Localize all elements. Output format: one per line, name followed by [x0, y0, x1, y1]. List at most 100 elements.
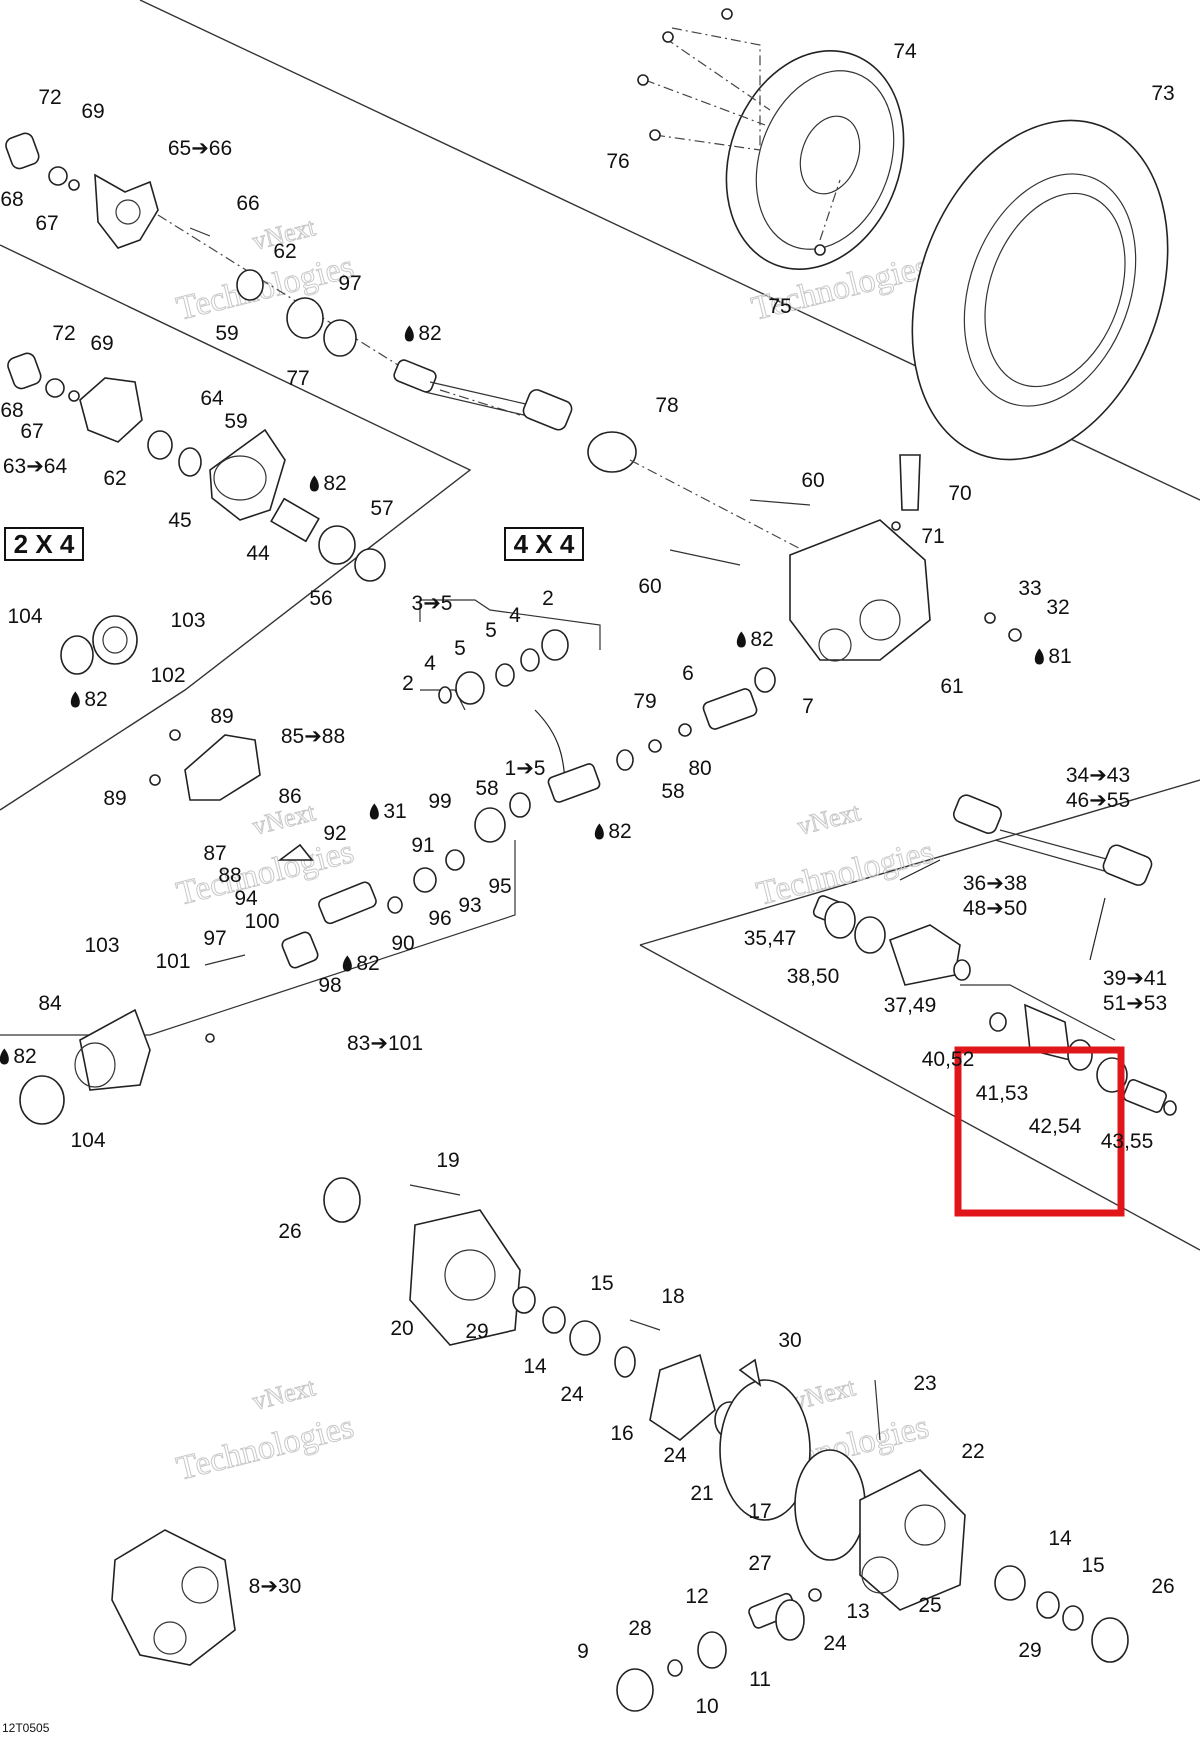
callout-23: 23 [913, 1372, 936, 1395]
wheel-nut [637, 74, 649, 86]
wheel-nut [649, 129, 661, 141]
config-boxes: 2 X 4 4 X 4 [4, 527, 584, 561]
callout-77: 77 [286, 367, 309, 390]
rear-diff-assembled [111, 1529, 236, 1666]
diff-cover [409, 1209, 521, 1346]
bearing [994, 1565, 1026, 1601]
hub-nut [48, 166, 68, 186]
callout-35-47: 35,47 [744, 927, 797, 950]
callout-64: 64 [200, 387, 224, 410]
callout-91: 91 [411, 834, 434, 857]
seal [824, 901, 856, 939]
callout-86: 86 [278, 785, 301, 808]
callout-88: 88 [218, 864, 241, 887]
callout-72b: 72 [52, 322, 75, 345]
callout-24a: 24 [560, 1383, 584, 1406]
callout-62b: 62 [103, 467, 126, 490]
tire [911, 119, 1169, 461]
callout-69a: 69 [81, 100, 104, 123]
seal [794, 1449, 866, 1561]
callout-68a: 68 [0, 188, 23, 211]
gear [455, 671, 485, 705]
callout-63-64: 63➔64 [3, 455, 68, 478]
callout-24c: 24 [823, 1632, 847, 1655]
retaining-ring [236, 269, 264, 301]
divider-2x4 [0, 244, 472, 811]
hub-cap [7, 352, 42, 390]
callout-12: 12 [685, 1585, 708, 1608]
callout-59a: 59 [215, 322, 238, 345]
callout-20: 20 [390, 1317, 413, 1340]
watermark: vNext [249, 1372, 318, 1416]
callout-57a: 57 [370, 497, 393, 520]
callout-29b: 29 [1018, 1639, 1041, 1662]
seal [474, 807, 506, 843]
hub-flange [79, 377, 143, 443]
box-2x4 [4, 527, 84, 561]
callout-67b: 67 [20, 420, 43, 443]
wheel-nut [662, 31, 674, 43]
callout-5a: 5 [485, 619, 497, 642]
figure-reference: 12T0505 [2, 1721, 50, 1735]
callout-46-55: 46➔55 [1066, 789, 1130, 812]
cv-joint [952, 794, 1002, 834]
callout-104b: 104 [70, 1129, 105, 1152]
bolt [409, 1184, 461, 1196]
callout-90: 90 [391, 932, 414, 955]
o-ring [19, 1075, 65, 1125]
callout-102: 102 [150, 664, 185, 687]
callout-101: 101 [155, 950, 190, 973]
seal [354, 548, 386, 582]
watermark: Technologies [173, 1408, 357, 1488]
rim [725, 50, 905, 270]
spacer [587, 431, 637, 473]
callout-97: 97 [203, 927, 226, 950]
callout-93: 93 [458, 894, 481, 917]
gasket [719, 1379, 811, 1521]
callout-82g: 82 [13, 1045, 36, 1068]
callout-26b: 26 [1151, 1575, 1174, 1598]
boot [888, 924, 961, 986]
callout-25: 25 [918, 1594, 941, 1617]
callout-99: 99 [428, 790, 451, 813]
ring-gear [649, 1353, 716, 1442]
callout-17: 17 [748, 1500, 771, 1523]
label-4x4: 4 X 4 [514, 529, 575, 559]
actuator-group [0, 729, 516, 1125]
cv-joint [1102, 844, 1153, 886]
actuator-housing [79, 1008, 151, 1091]
callout-78: 78 [655, 394, 678, 417]
callout-33: 33 [1018, 577, 1041, 600]
callout-96: 96 [428, 907, 451, 930]
callout-68b: 68 [0, 399, 23, 422]
callout-32: 32 [1046, 596, 1069, 619]
hub-group-upper [5, 132, 431, 386]
callout-89a: 89 [210, 705, 233, 728]
callout-80: 80 [688, 757, 711, 780]
callout-92: 92 [323, 822, 346, 845]
breather [874, 1379, 881, 1441]
callout-65-66: 65➔66 [168, 137, 232, 160]
cv-joint [393, 359, 437, 393]
callout-103a: 103 [170, 609, 205, 632]
callout-13: 13 [846, 1600, 869, 1623]
divider-diff [639, 944, 1200, 1251]
callout-82d: 82 [750, 628, 773, 651]
callout-24b: 24 [663, 1444, 687, 1467]
grease-drop-icon [369, 803, 379, 820]
box-4x4 [504, 527, 584, 561]
callout-83-101: 83➔101 [347, 1032, 423, 1055]
callout-82b: 82 [323, 472, 346, 495]
callout-44: 44 [246, 542, 270, 565]
bearing [281, 931, 319, 969]
callout-42-54: 42,54 [1029, 1115, 1082, 1138]
callout-59b: 59 [224, 410, 247, 433]
knuckle [209, 428, 286, 521]
callout-40-52: 40,52 [922, 1048, 975, 1071]
callout-38-50: 38,50 [787, 965, 840, 988]
callout-97: 97 [338, 272, 361, 295]
callout-85-88: 85➔88 [281, 725, 345, 748]
